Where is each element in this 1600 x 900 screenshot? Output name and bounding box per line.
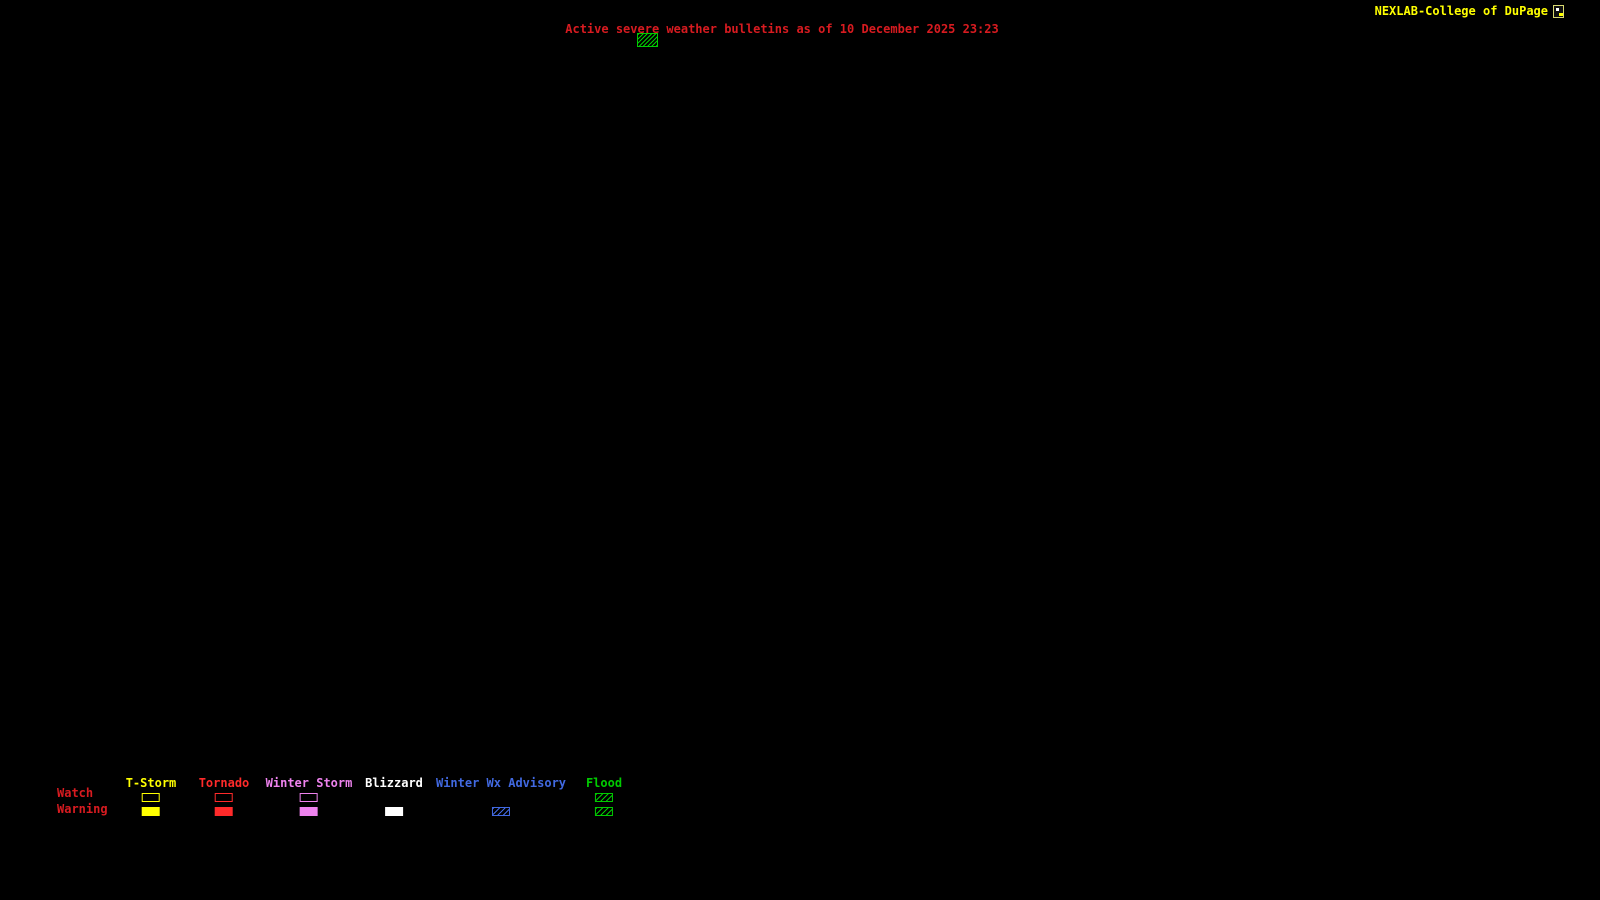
warning-swatch (595, 807, 613, 816)
attribution: NEXLAB-College of DuPage (1375, 4, 1564, 18)
watch-swatch (141, 793, 160, 802)
flood-watch-area (637, 33, 658, 47)
nexlab-logo-icon (1553, 4, 1564, 18)
legend-col-flood: Flood (586, 777, 622, 816)
watch-swatch (595, 793, 613, 802)
legend-category-label: Flood (585, 776, 623, 790)
bulletin-title: Active severe weather bulletins as of 10… (565, 22, 999, 36)
legend-category-label: Tornado (198, 776, 250, 790)
legend-col-winter-wx-advisory: Winter Wx Advisory (436, 777, 566, 816)
legend-watch-row-label: Watch (57, 786, 94, 800)
warning-swatch (141, 807, 160, 816)
warning-swatch (299, 807, 318, 816)
watch-swatch (214, 793, 233, 802)
attribution-text: NEXLAB-College of DuPage (1374, 4, 1548, 18)
warning-swatch (384, 807, 403, 816)
legend-col-tornado: Tornado (198, 776, 250, 816)
legend-col-blizzard: Blizzard (365, 777, 423, 816)
legend-category-label: Winter Wx Advisory (435, 776, 567, 790)
legend-col-winter-storm: Winter Storm (265, 776, 353, 816)
legend-col-t-storm: T-Storm (125, 776, 177, 816)
legend-warning-row-label: Warning (57, 802, 108, 816)
legend-category-label: Blizzard (365, 776, 423, 790)
watch-swatch (299, 793, 318, 802)
legend: Watch Warning T-Storm Tornado Winter Storm… (0, 777, 1600, 822)
legend-category-label: Winter Storm (265, 776, 353, 790)
warning-swatch (214, 807, 233, 816)
warning-swatch (491, 807, 510, 816)
legend-category-label: T-Storm (125, 776, 177, 790)
